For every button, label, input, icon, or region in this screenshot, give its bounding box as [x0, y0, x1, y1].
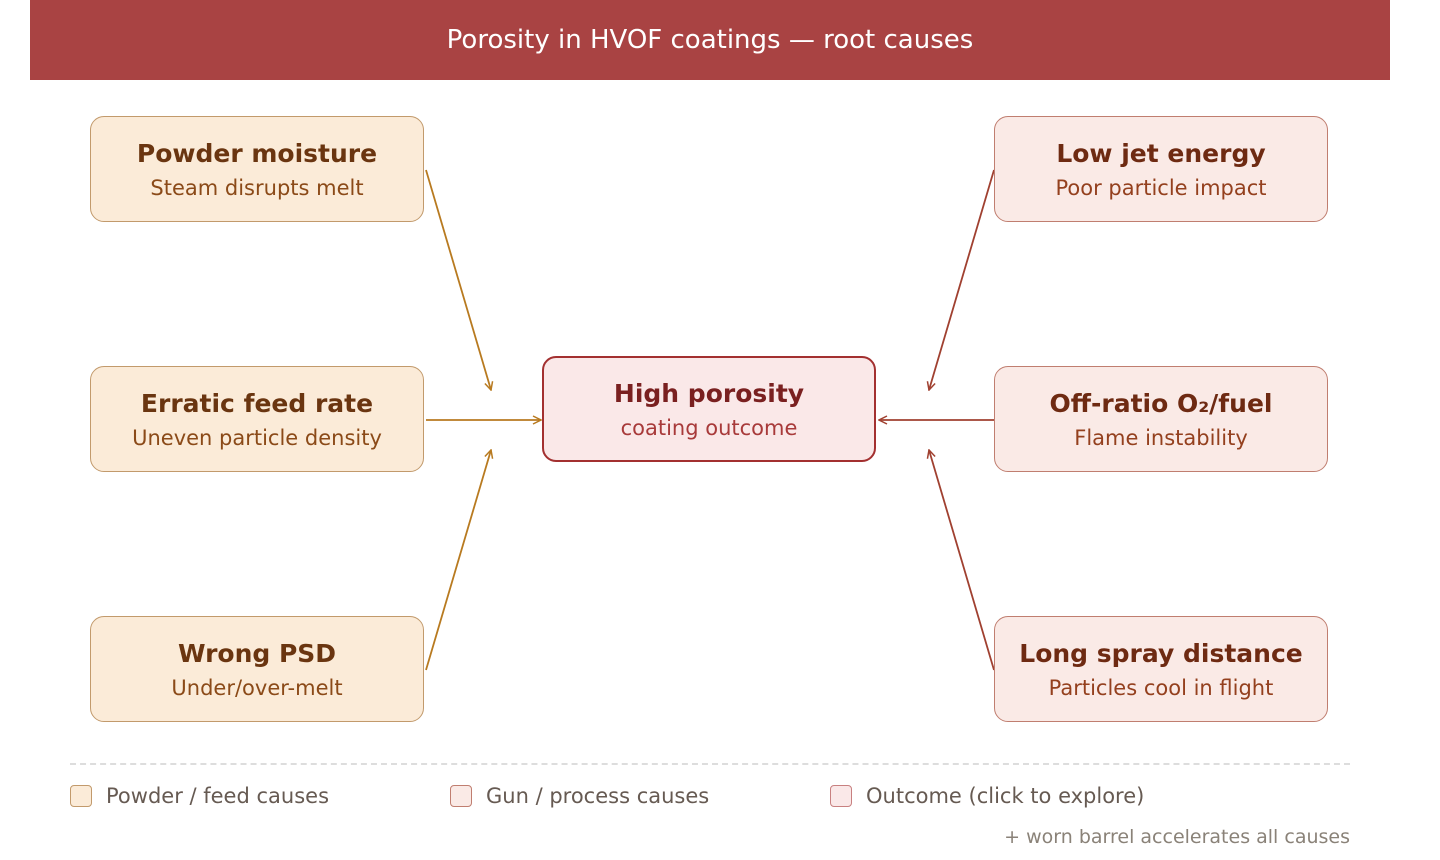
legend-label: Outcome (click to explore) [866, 784, 1145, 808]
page-title: Porosity in HVOF coatings — root causes [446, 25, 974, 55]
node-subtitle: Uneven particle density [132, 425, 382, 450]
node-subtitle: coating outcome [620, 415, 798, 440]
title-banner: Porosity in HVOF coatings — root causes [30, 0, 1390, 80]
node-wrong-psd[interactable]: Wrong PSD Under/over-melt [90, 616, 424, 722]
arrow-low-jet-energy [929, 169, 995, 390]
legend-label: Powder / feed causes [106, 784, 330, 808]
node-off-ratio-o2-fuel[interactable]: Off-ratio O₂/fuel Flame instability [994, 366, 1328, 472]
legend-gun: Gun / process causes [450, 784, 709, 808]
arrow-wrong-psd [425, 450, 491, 671]
legend-swatch [70, 785, 92, 807]
node-title: Wrong PSD [177, 638, 337, 668]
footnote: + worn barrel accelerates all causes [1004, 826, 1350, 848]
node-title: Erratic feed rate [140, 388, 374, 418]
node-high-porosity[interactable]: High porosity coating outcome [542, 356, 876, 462]
node-subtitle: Flame instability [1074, 425, 1248, 450]
node-subtitle: Particles cool in flight [1048, 675, 1274, 700]
node-low-jet-energy[interactable]: Low jet energy Poor particle impact [994, 116, 1328, 222]
node-title: Off-ratio O₂/fuel [1049, 388, 1273, 418]
node-powder-moisture[interactable]: Powder moisture Steam disrupts melt [90, 116, 424, 222]
node-long-spray-distance[interactable]: Long spray distance Particles cool in fl… [994, 616, 1328, 722]
node-subtitle: Poor particle impact [1055, 175, 1267, 200]
node-title: Powder moisture [136, 138, 378, 168]
legend-label: Gun / process causes [486, 784, 710, 808]
legend-powder: Powder / feed causes [70, 784, 329, 808]
node-subtitle: Steam disrupts melt [150, 175, 364, 200]
legend-divider [70, 763, 1350, 765]
node-title: Long spray distance [1019, 638, 1303, 668]
node-subtitle: Under/over-melt [171, 675, 343, 700]
arrow-long-spray [929, 450, 995, 671]
legend-swatch [450, 785, 472, 807]
legend-swatch [830, 785, 852, 807]
node-erratic-feed-rate[interactable]: Erratic feed rate Uneven particle densit… [90, 366, 424, 472]
legend-outcome: Outcome (click to explore) [830, 784, 1144, 808]
arrow-powder-moisture [425, 169, 491, 390]
node-title: High porosity [613, 378, 805, 408]
node-title: Low jet energy [1056, 138, 1266, 168]
